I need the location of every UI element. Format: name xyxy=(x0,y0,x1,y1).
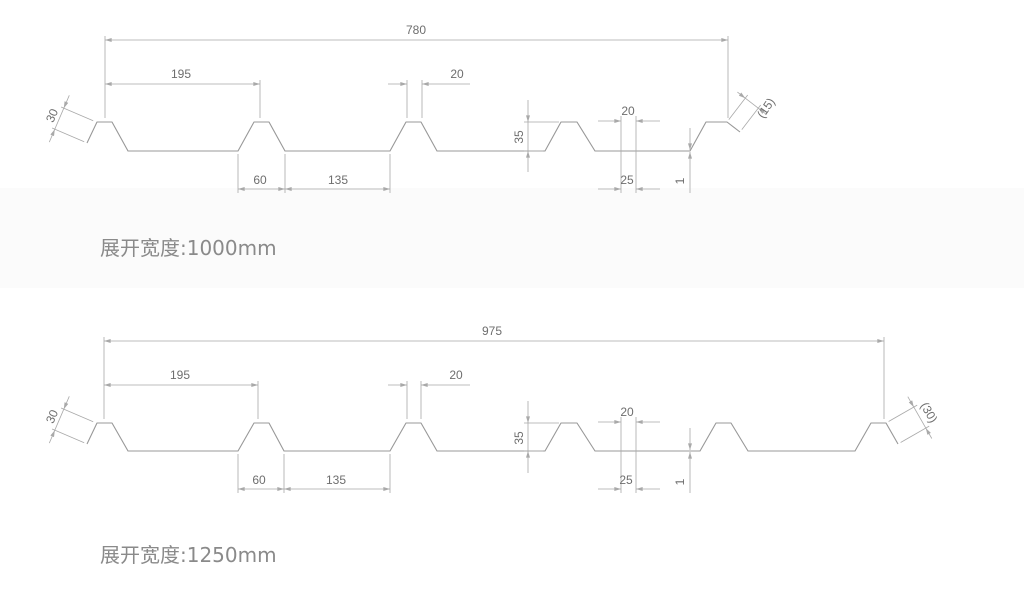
overall-width-value: 975 xyxy=(482,324,502,338)
rib-height-value: 35 xyxy=(512,130,526,144)
dimension-line xyxy=(54,108,65,130)
extension-line xyxy=(60,106,94,122)
unfolded-width-label: 展开宽度:1250mm xyxy=(100,543,277,567)
dim-rib-top: 20 xyxy=(388,67,470,118)
rib-base-value: 60 xyxy=(253,173,267,187)
overall-width-value: 780 xyxy=(406,23,426,37)
dim-rib-height: 35 xyxy=(512,100,559,172)
panel-profile xyxy=(86,121,741,152)
groove-base-value: 25 xyxy=(620,173,634,187)
dim-groove: 20 25 xyxy=(598,104,660,193)
dim-thickness: 1 xyxy=(673,128,692,193)
dim-rib-top: 20 xyxy=(388,368,470,419)
groove-top-value: 20 xyxy=(620,405,634,419)
extension-line xyxy=(728,94,749,120)
groove-top-value: 20 xyxy=(621,104,635,118)
panel-profile xyxy=(86,422,899,452)
left-lip-value: 30 xyxy=(43,407,61,425)
faint-band xyxy=(0,188,1024,288)
dimension-line xyxy=(48,129,56,143)
dimension-line xyxy=(907,396,915,408)
dimension-line xyxy=(758,107,767,115)
dim-thickness: 1 xyxy=(673,428,692,493)
dimension-line xyxy=(737,91,746,99)
extension-line xyxy=(60,407,94,423)
dimension-line xyxy=(48,430,56,444)
thickness-value: 1 xyxy=(673,177,687,184)
dimension-line xyxy=(925,427,933,439)
pitch-value: 195 xyxy=(170,368,190,382)
rib-top-value: 20 xyxy=(450,67,464,81)
dim-rib-base-valley: 60 135 xyxy=(237,154,391,193)
extension-line xyxy=(51,428,85,444)
dim-left-lip: 30 xyxy=(43,396,94,444)
extension-line xyxy=(888,404,918,422)
dimension-line xyxy=(913,406,927,429)
valley-value: 135 xyxy=(328,173,348,187)
dim-groove: 20 25 xyxy=(598,405,660,493)
extension-line xyxy=(51,127,85,143)
valley-value: 135 xyxy=(326,473,346,487)
dim-overall-width: 975 xyxy=(103,324,885,419)
rib-top-value: 20 xyxy=(449,368,463,382)
dim-left-lip: 30 xyxy=(43,95,94,143)
panel-drawing-1000: 780 195 20 30 xyxy=(43,23,778,260)
extension-line xyxy=(900,425,930,443)
extension-line xyxy=(741,104,762,130)
dim-pitch: 195 xyxy=(104,67,261,118)
rib-height-value: 35 xyxy=(512,431,526,445)
unfolded-width-label: 展开宽度:1000mm xyxy=(100,236,277,260)
groove-base-value: 25 xyxy=(619,473,633,487)
dim-rib-height: 35 xyxy=(512,401,559,473)
dimension-line xyxy=(745,97,759,109)
dim-rib-base-valley: 60 135 xyxy=(237,454,391,493)
rib-base-value: 60 xyxy=(252,473,266,487)
thickness-value: 1 xyxy=(673,478,687,485)
dim-overall-width: 780 xyxy=(104,23,729,118)
dimension-line xyxy=(54,409,65,431)
dimension-line xyxy=(63,95,70,109)
left-lip-value: 30 xyxy=(43,106,61,124)
pitch-value: 195 xyxy=(171,67,191,81)
panel-drawing-1250: 975 195 20 30 xyxy=(43,324,940,567)
dimension-line xyxy=(63,396,70,410)
dim-pitch: 195 xyxy=(103,368,259,419)
